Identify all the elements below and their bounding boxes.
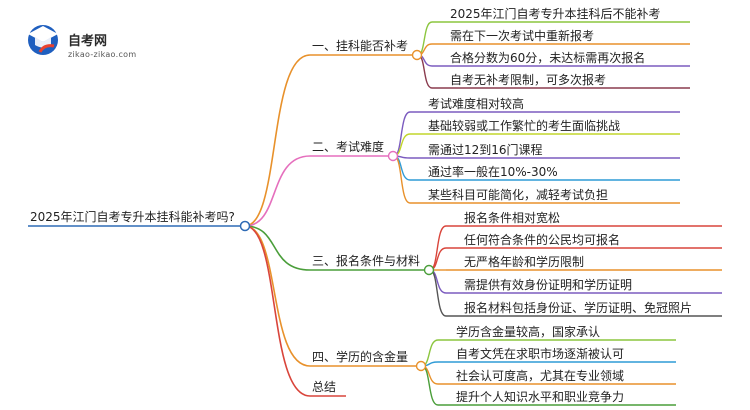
branch-connector	[244, 225, 311, 397]
branch-topic[interactable]: 三、报名条件与材料	[312, 253, 420, 268]
branch-topic[interactable]: 总结	[312, 380, 336, 394]
branch-topic[interactable]: 一、挂科能否补考	[312, 39, 408, 53]
leaf-topic[interactable]: 基础较弱或工作繁忙的考生面临挑战	[428, 118, 620, 133]
leaf-topic[interactable]: 任何符合条件的公民均可报名	[464, 232, 620, 247]
graduation-cap-icon	[28, 25, 58, 55]
branch-toggle-knob[interactable]	[411, 49, 423, 61]
branch-connector	[244, 54, 311, 227]
leaf-topic[interactable]: 报名条件相对宽松	[464, 210, 560, 225]
leaf-topic[interactable]: 自考无补考限制，可多次报考	[450, 72, 606, 87]
leaf-topic[interactable]: 需提供有效身份证明和学历证明	[464, 277, 632, 292]
leaf-topic[interactable]: 需通过12到16门课程	[428, 142, 543, 157]
branch-toggle-knob[interactable]	[387, 150, 399, 162]
leaf-topic[interactable]: 社会认可度高，尤其在专业领域	[456, 368, 624, 383]
leaf-topic[interactable]: 报名材料包括身份证、学历证明、免冠照片	[464, 300, 692, 315]
root-topic[interactable]: 2025年江门自考专升本挂科能补考吗?	[30, 209, 235, 224]
leaf-topic[interactable]: 某些科目可能简化，减轻考试负担	[428, 187, 608, 202]
leaf-topic[interactable]: 通过率一般在10%-30%	[428, 164, 558, 179]
leaf-topic[interactable]: 自考文凭在求职市场逐渐被认可	[456, 346, 624, 361]
leaf-topic[interactable]: 学历含金量较高，国家承认	[456, 324, 600, 339]
branch-connector	[244, 155, 311, 227]
leaf-topic[interactable]: 2025年江门自考专升本挂科后不能补考	[450, 6, 661, 21]
leaf-topic[interactable]: 无严格年龄和学历限制	[464, 254, 584, 269]
leaf-connector	[417, 54, 433, 89]
branch-topic[interactable]: 二、考试难度	[312, 139, 384, 154]
leaf-topic[interactable]: 需在下一次考试中重新报考	[450, 28, 594, 43]
leaf-connector	[417, 21, 433, 56]
branch-connector	[244, 225, 311, 271]
mind-map-nodes: 2025年江门自考专升本挂科能补考吗? 一、挂科能否补考 2025年江门自考专升本挂…	[30, 6, 692, 404]
branch-toggle-knob[interactable]	[415, 360, 427, 372]
site-logo[interactable]: 自考网 zikao-zikao.com	[6, 10, 146, 59]
logo-subtitle: zikao-zikao.com	[68, 50, 137, 59]
branch-toggle-knob[interactable]	[423, 264, 435, 276]
mind-map-connectors	[28, 21, 722, 406]
branch-topic[interactable]: 四、学历的含金量	[312, 349, 408, 364]
logo-title: 自考网	[68, 34, 108, 49]
leaf-topic[interactable]: 考试难度相对较高	[428, 96, 524, 111]
leaf-topic[interactable]: 合格分数为60分，未达标需再次报名	[450, 50, 645, 65]
root-toggle-knob[interactable]	[239, 220, 251, 232]
branch-connector	[244, 225, 311, 367]
leaf-topic[interactable]: 提升个人知识水平和职业竞争力	[456, 389, 624, 404]
leaf-connector	[421, 365, 439, 406]
